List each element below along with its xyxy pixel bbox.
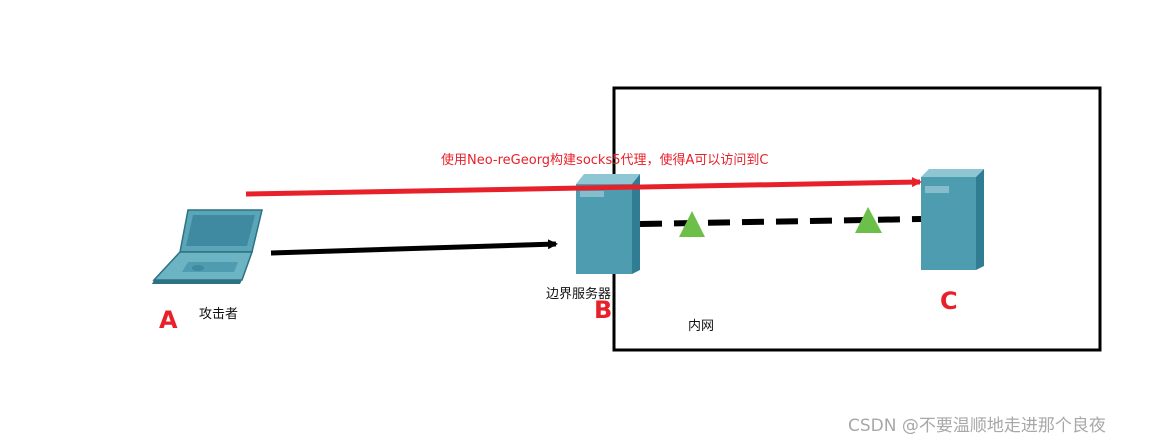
node-a-letter: A — [159, 306, 178, 334]
node-a-caption: 攻击者 — [199, 307, 239, 322]
direct-arrow-a-to-b — [270, 239, 558, 256]
triangle-icon — [679, 211, 705, 237]
server-b-icon — [576, 174, 640, 274]
triangle-icon — [855, 207, 882, 233]
node-c-letter: C — [940, 287, 958, 315]
intranet-link-b-to-c — [639, 216, 922, 227]
node-b-letter: B — [594, 296, 613, 324]
proxy-arrow-a-to-c — [245, 177, 922, 197]
watermark: CSDN @不要温顺地走进那个良夜 — [848, 416, 1106, 436]
node-b-caption: 边界服务器 — [546, 287, 612, 302]
intranet-zone-caption: 内网 — [688, 319, 715, 334]
laptop-icon — [152, 209, 263, 284]
proxy-edge-label: 使用Neo-reGeorg构建socks5代理，使得A可以访问到C — [441, 153, 769, 168]
server-c-icon — [921, 169, 984, 270]
